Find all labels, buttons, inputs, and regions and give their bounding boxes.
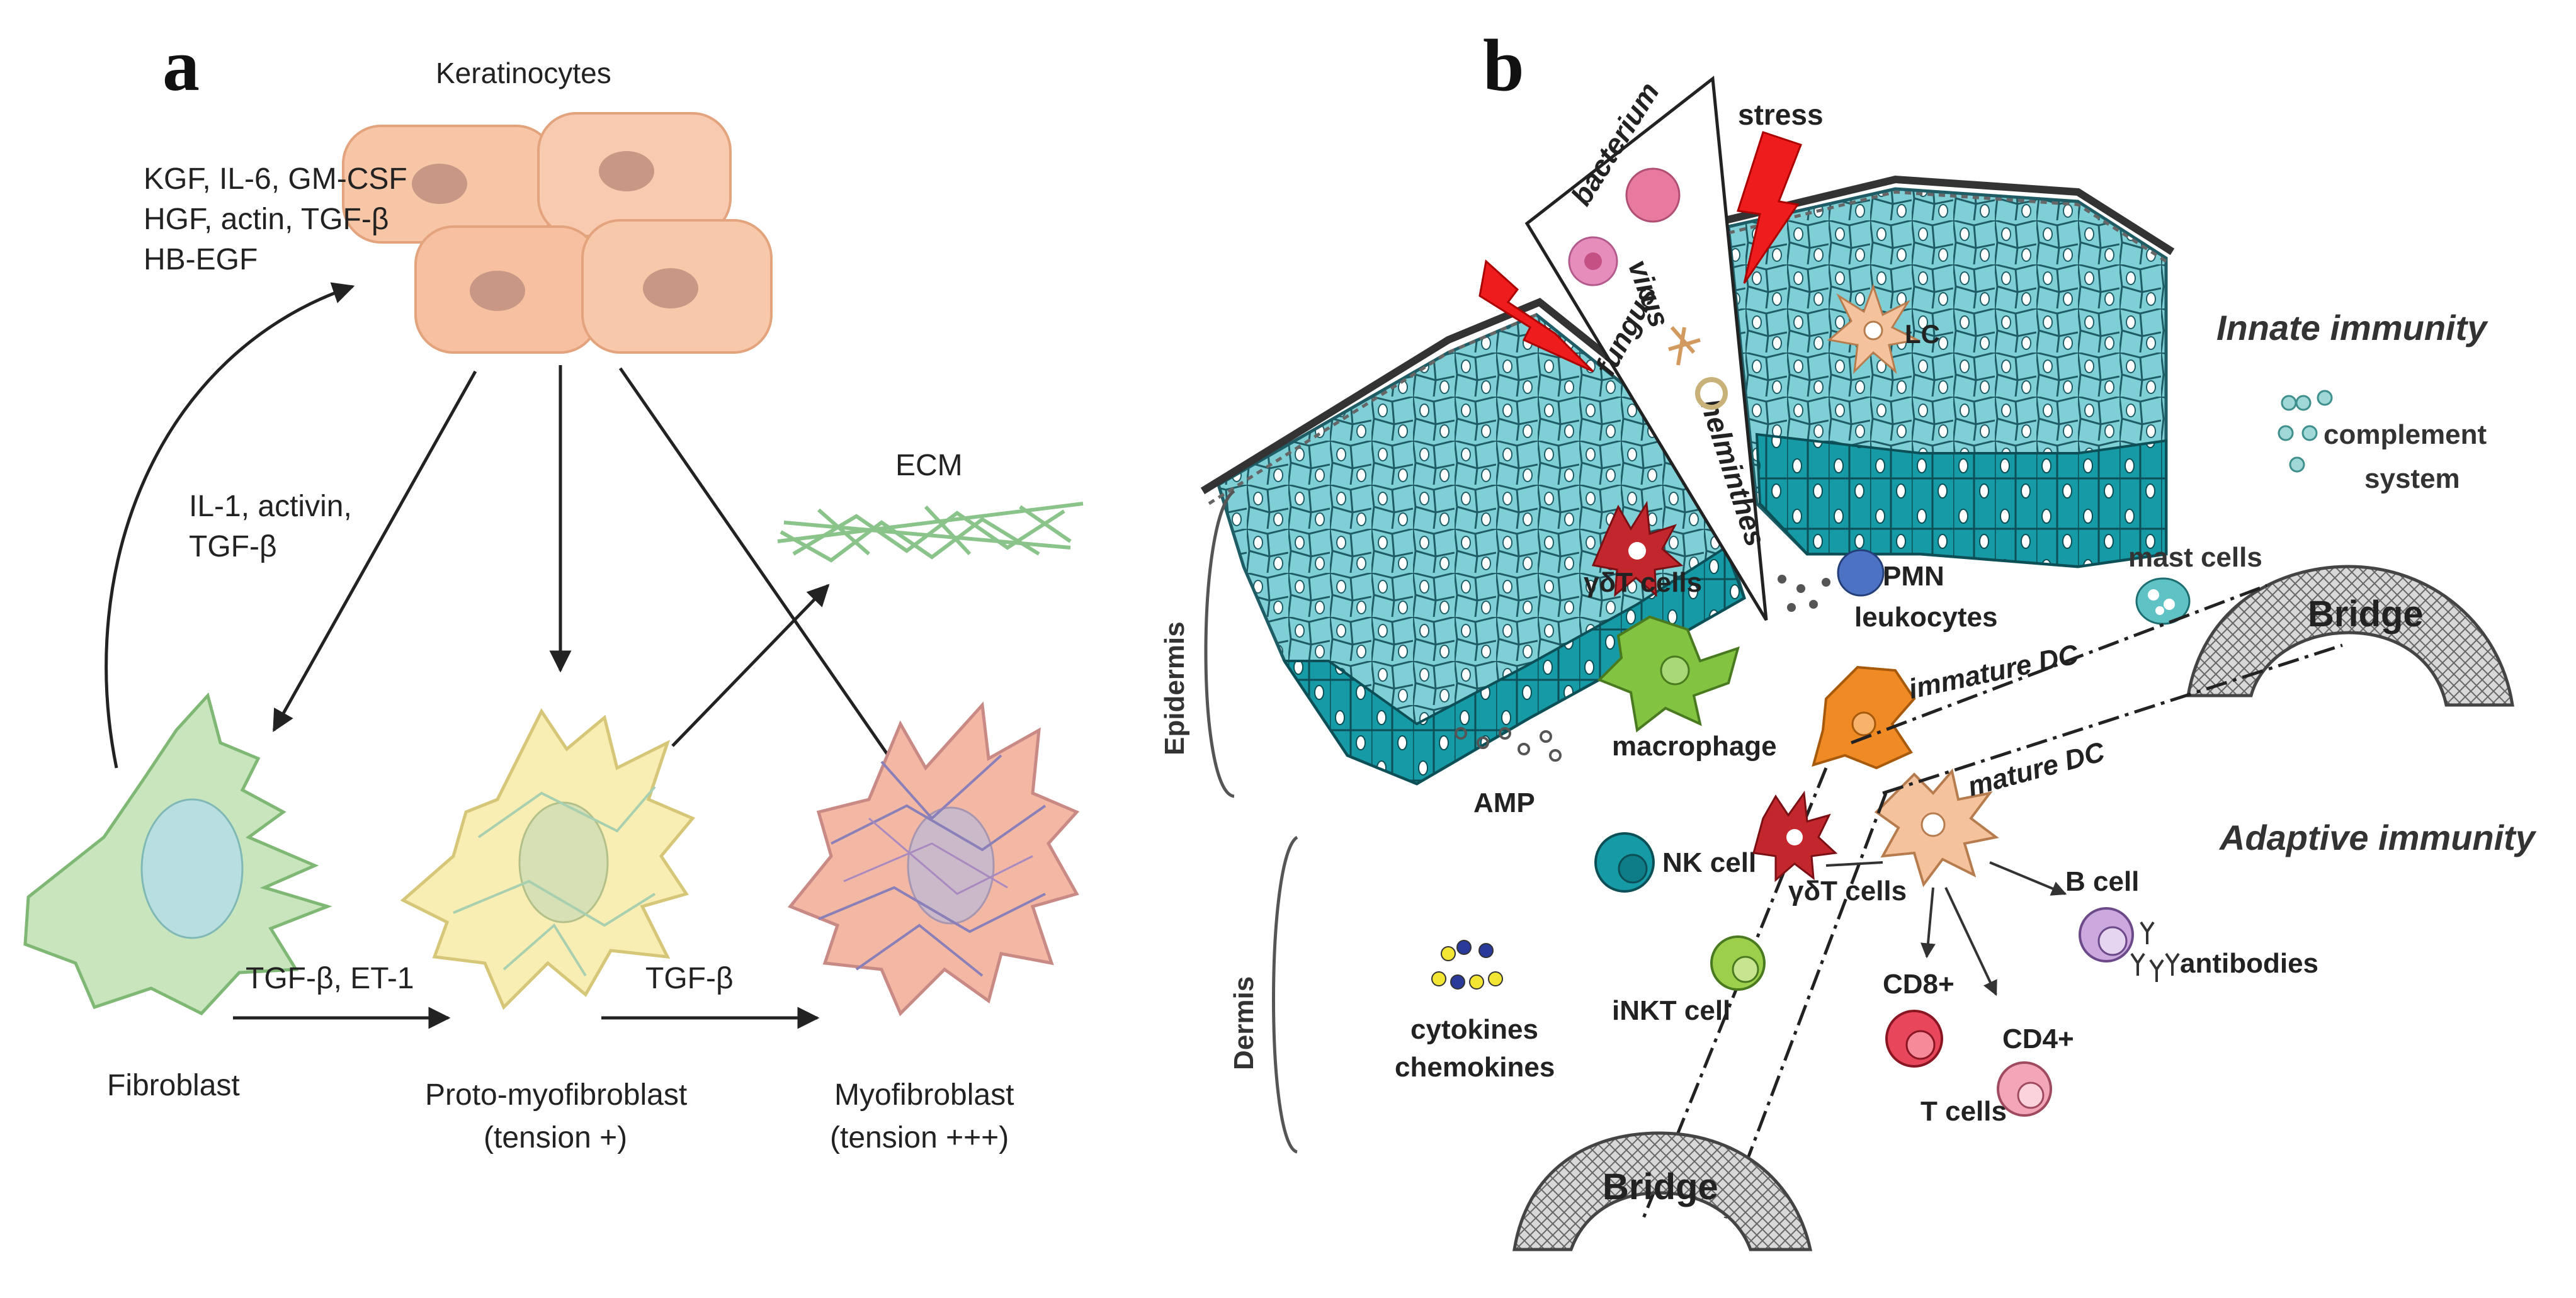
- gdt-cell-top: [1591, 500, 1684, 597]
- dc-to-gdt-line: [1825, 861, 1883, 867]
- bridge-top-shape: [2186, 565, 2514, 707]
- bridge-bottom-label: Bridge: [1603, 1166, 1718, 1207]
- fungus-icon: [1668, 326, 1701, 366]
- epidermis-bracket: [1204, 489, 1235, 798]
- fibroblast-label: Fibroblast: [107, 1069, 240, 1102]
- immature-dc-cell: [1812, 665, 1916, 770]
- panel-b-letter: b: [1483, 24, 1524, 106]
- pmn-label-2: leukocytes: [1854, 602, 1997, 633]
- bridge-bottom-shape: [1512, 1131, 1813, 1251]
- dc-to-bcell-arrow: [1989, 861, 2067, 896]
- antibody-icons: [2130, 921, 2180, 982]
- proto-label-1: Proto-myofibroblast: [425, 1078, 687, 1112]
- pmn-dots-icon: [1778, 575, 1830, 612]
- antibodies-label: antibodies: [2180, 948, 2318, 979]
- myo-label-1: Myofibroblast: [834, 1078, 1014, 1112]
- myo-label-2: (tension +++): [830, 1121, 1009, 1154]
- stress-bolt-icon: [1478, 259, 1594, 373]
- stress-bolt-icon: [1737, 131, 1802, 284]
- complement-label-1: complement: [2324, 419, 2487, 450]
- keratinocyte-to-myo-arrow: [618, 367, 912, 789]
- adaptive-immunity-label: Adaptive immunity: [2218, 818, 2537, 857]
- mast-cell-icon: [2135, 577, 2191, 625]
- ecm-fibers: [777, 502, 1084, 563]
- cd4-label: CD4+: [2002, 1024, 2074, 1054]
- tcells-label: T cells: [1921, 1096, 2007, 1127]
- proto-label-2: (tension +): [484, 1121, 627, 1154]
- bcell-label: B cell: [2065, 866, 2139, 897]
- nk-cell-label: NK cell: [1662, 847, 1756, 878]
- immature-dc-label: immature DC: [1906, 639, 2082, 705]
- pathogen-wedge: [1524, 76, 1768, 621]
- mature-dc-cell: [1874, 768, 1999, 888]
- ecm-label: ECM: [895, 449, 963, 482]
- kgf-label-2: HGF, actin, TGF-β: [144, 203, 389, 236]
- epidermis-right-block: [1724, 175, 2175, 568]
- panel-a-letter: a: [162, 24, 200, 106]
- helminth-icon: [1695, 377, 1728, 410]
- gdt-cell-bottom: [1752, 790, 1838, 883]
- epidermis-label: Epidermis: [1159, 621, 1190, 755]
- keratinocytes-cluster: [342, 112, 773, 354]
- il1-label-2: TGF-β: [189, 530, 277, 563]
- il1-label-1: IL-1, activin,: [189, 490, 352, 523]
- keratinocytes-label: Keratinocytes: [436, 57, 611, 89]
- complement-label-2: system: [2364, 463, 2460, 494]
- inkt-label: iNKT cell: [1612, 995, 1730, 1026]
- dermis-bracket: [1272, 835, 1298, 1154]
- macrophage-label: macrophage: [1612, 731, 1777, 762]
- fibroblast-cell: [23, 692, 332, 1016]
- mast-cells-label: mast cells: [2128, 542, 2262, 573]
- fibroblast-to-keratinocyte-arrow: [105, 282, 355, 769]
- bridge-top-label: Bridge: [2308, 594, 2424, 635]
- complement-dots-icon: [2278, 390, 2333, 473]
- stress-label: stress: [1738, 98, 1824, 131]
- dc-to-cd4-arrow: [1944, 887, 1997, 996]
- gdt-top-label: γδT cells: [1584, 567, 1702, 598]
- myofibroblast-cell: [787, 701, 1080, 1017]
- kgf-label-3: HB-EGF: [144, 243, 258, 276]
- cd8-label: CD8+: [1883, 969, 1955, 1000]
- macrophage-cell: [1597, 615, 1740, 733]
- bacterium-icon: [1625, 167, 1681, 223]
- amp-label: AMP: [1473, 787, 1535, 818]
- langerhans-cell: [1827, 283, 1921, 375]
- amp-dots-icon: [1455, 727, 1562, 762]
- proto-myofibroblast-cell: [400, 708, 696, 1010]
- arrow1-label: TGF-β, ET-1: [246, 962, 414, 995]
- arrow2-label: TGF-β: [645, 962, 734, 995]
- panel-b: b bacterium virus fungus helminthes stre: [1159, 24, 2537, 1251]
- innate-immunity-label: Innate immunity: [2216, 308, 2488, 347]
- mature-dc-label: mature DC: [1965, 736, 2109, 802]
- lc-label: LC: [1905, 319, 1940, 349]
- keratinocyte-to-fibroblast-arrow: [272, 370, 477, 733]
- dc-to-cd8-arrow: [1921, 887, 1936, 959]
- cytokine-dots-icon: [1431, 940, 1503, 990]
- pmn-label-1: PMN: [1883, 561, 1944, 592]
- kgf-label-1: KGF, IL-6, GM-CSF: [144, 162, 407, 196]
- cytokines-label-2: chemokines: [1395, 1052, 1555, 1083]
- cytokines-label-1: cytokines: [1410, 1014, 1538, 1045]
- gdt-bottom-label: γδT cells: [1788, 876, 1907, 906]
- proto-to-ecm-arrow: [671, 584, 830, 747]
- dermis-label: Dermis: [1228, 976, 1259, 1070]
- panel-a: a Keratinocytes KGF, IL-6, GM-CSF HGF, a…: [23, 24, 1084, 1154]
- pmn-cell-icon: [1837, 549, 1885, 597]
